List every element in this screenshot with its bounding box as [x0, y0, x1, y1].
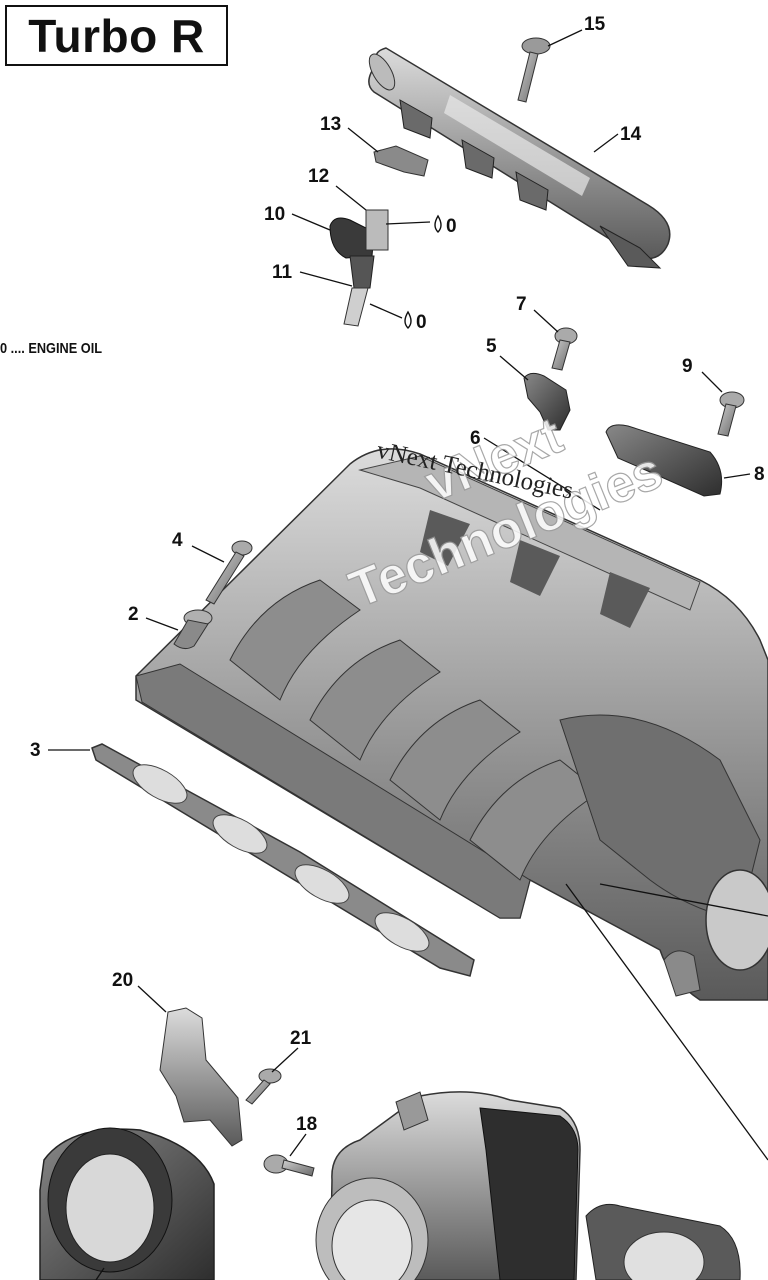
- oil-markers: 0 0: [404, 214, 457, 333]
- intake-manifold-part: [135, 448, 768, 1001]
- callout-14: 14: [620, 124, 642, 145]
- callout-9: 9: [682, 356, 693, 377]
- callout-13: 13: [320, 114, 341, 135]
- oil-marker-12: 0: [446, 216, 457, 237]
- bolt-9-part: [717, 391, 745, 437]
- fuel-rail-part: [368, 47, 671, 269]
- oil-drop-icon: [404, 310, 412, 329]
- throttle-body-part: [315, 1091, 581, 1280]
- bolt-15-part: [517, 37, 551, 103]
- clip-13-part: [373, 145, 429, 177]
- callout-5: 5: [486, 336, 497, 357]
- callout-numbers: 15 14 13 12 10 11 7 5 9 6 8 4 2 3 20 21 …: [30, 14, 765, 1135]
- callout-20: 20: [112, 970, 133, 991]
- callout-2: 2: [128, 604, 139, 625]
- sensor-bracket-20-part: [159, 1007, 243, 1147]
- callout-3: 3: [30, 740, 41, 761]
- sensor-5-part: [523, 372, 571, 431]
- leader-lines: [48, 29, 768, 1280]
- bolt-7-part: [551, 327, 578, 371]
- fuel-injector-part: [329, 209, 389, 327]
- oil-marker-11: 0: [416, 312, 427, 333]
- callout-4: 4: [172, 530, 183, 551]
- gasket-3-part: [91, 743, 475, 977]
- bolt-21-part: [245, 1068, 282, 1105]
- intake-coupler-part: [39, 1127, 215, 1280]
- legend-engine-oil: 0 .... ENGINE OIL: [0, 340, 103, 357]
- oil-drop-icon: [434, 214, 442, 233]
- bracket-8-part: [605, 424, 723, 497]
- page-title: Turbo R: [5, 5, 228, 66]
- grommet-2-part: [173, 609, 213, 650]
- callout-7: 7: [516, 294, 527, 315]
- callout-11: 11: [272, 262, 293, 283]
- callout-6: 6: [470, 428, 481, 449]
- bolt-4-part: [205, 540, 253, 605]
- callout-15: 15: [584, 14, 606, 35]
- callout-10: 10: [264, 204, 285, 225]
- callout-21: 21: [290, 1028, 312, 1049]
- callout-8: 8: [754, 464, 765, 485]
- callout-12: 12: [308, 166, 329, 187]
- callout-18: 18: [296, 1114, 317, 1135]
- flange-part: [585, 1203, 741, 1280]
- bolt-18-part: [263, 1154, 315, 1177]
